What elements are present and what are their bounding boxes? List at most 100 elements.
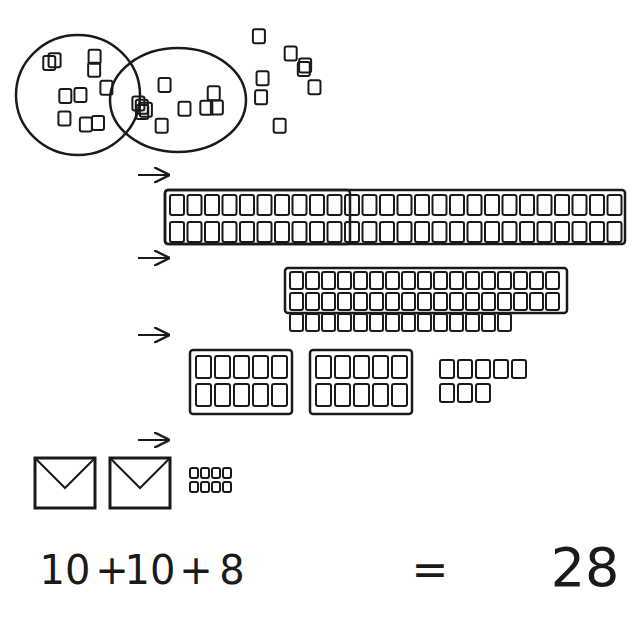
- unit-square: [398, 222, 412, 242]
- small-square: [212, 468, 220, 478]
- unit-square: [514, 293, 527, 310]
- unit-square: [466, 314, 479, 331]
- unit-square: [354, 384, 369, 406]
- unit-square: [306, 314, 319, 331]
- unit-square: [306, 293, 319, 310]
- unit-square: [503, 222, 517, 242]
- unit-square: [363, 222, 377, 242]
- small-square: [223, 468, 231, 478]
- unit-square: [482, 293, 495, 310]
- unit-square: [272, 384, 287, 406]
- unit-square: [512, 360, 526, 378]
- unit-square: [354, 356, 369, 378]
- unit-square: [290, 314, 303, 331]
- unit-square: [306, 272, 319, 289]
- unit-square: [215, 384, 230, 406]
- unit-square: [49, 53, 61, 67]
- unit-square: [290, 293, 303, 310]
- unit-square: [498, 293, 511, 310]
- unit-square: [208, 86, 220, 100]
- unit-square: [468, 222, 482, 242]
- unit-square: [322, 293, 335, 310]
- unit-square: [476, 384, 490, 402]
- grouping-loop: [110, 48, 246, 152]
- unit-square: [415, 195, 429, 215]
- unit-square: [485, 195, 499, 215]
- unit-square: [354, 293, 367, 310]
- equation-term: 8: [219, 550, 244, 590]
- unit-square: [338, 293, 351, 310]
- unit-square: [440, 384, 454, 402]
- unit-square: [386, 293, 399, 310]
- unit-square: [196, 356, 211, 378]
- unit-square: [466, 272, 479, 289]
- unit-square: [80, 117, 92, 131]
- envelope: [35, 458, 95, 508]
- unit-square: [223, 195, 237, 215]
- unit-square: [590, 195, 604, 215]
- unit-square: [402, 293, 415, 310]
- unit-square: [223, 222, 237, 242]
- unit-square: [211, 101, 223, 115]
- unit-square: [466, 293, 479, 310]
- grouping-loop: [16, 35, 140, 155]
- unit-square: [188, 195, 202, 215]
- unit-square: [450, 293, 463, 310]
- unit-square: [293, 222, 307, 242]
- equation-term: +: [95, 550, 129, 590]
- unit-square: [88, 63, 100, 77]
- unit-square: [482, 272, 495, 289]
- unit-square: [240, 222, 254, 242]
- unit-square: [370, 293, 383, 310]
- unit-square: [485, 222, 499, 242]
- equation-term: 10: [125, 550, 176, 590]
- unit-square: [380, 195, 394, 215]
- unit-square: [590, 222, 604, 242]
- unit-square: [370, 314, 383, 331]
- small-square: [190, 482, 198, 492]
- step-arrow: [138, 257, 168, 259]
- small-square: [223, 482, 231, 492]
- unit-square: [322, 272, 335, 289]
- unit-square: [608, 195, 622, 215]
- unit-square: [338, 314, 351, 331]
- unit-square: [328, 222, 342, 242]
- unit-square: [345, 195, 359, 215]
- unit-square: [503, 195, 517, 215]
- unit-square: [255, 90, 267, 104]
- unit-square: [234, 356, 249, 378]
- unit-square: [418, 314, 431, 331]
- unit-square: [418, 272, 431, 289]
- unit-square: [450, 314, 463, 331]
- unit-square: [450, 195, 464, 215]
- unit-square: [530, 293, 543, 310]
- unit-square: [205, 195, 219, 215]
- envelope-flap: [110, 458, 170, 488]
- unit-square: [257, 71, 269, 85]
- unit-square: [370, 272, 383, 289]
- step-arrow: [138, 439, 168, 441]
- unit-square: [253, 29, 265, 43]
- step-arrow: [138, 174, 168, 176]
- unit-square: [392, 384, 407, 406]
- unit-square: [458, 360, 472, 378]
- unit-square: [398, 195, 412, 215]
- unit-square: [274, 119, 286, 133]
- equation-term: +: [179, 550, 213, 590]
- unit-square: [450, 272, 463, 289]
- unit-square: [514, 272, 527, 289]
- unit-square: [234, 384, 249, 406]
- unit-square: [418, 293, 431, 310]
- unit-square: [555, 195, 569, 215]
- unit-square: [498, 272, 511, 289]
- unit-square: [373, 356, 388, 378]
- group-frame: [285, 268, 567, 313]
- unit-square: [253, 384, 268, 406]
- group-frame: [165, 190, 350, 244]
- unit-square: [402, 272, 415, 289]
- small-square: [201, 482, 209, 492]
- unit-square: [468, 195, 482, 215]
- unit-square: [310, 222, 324, 242]
- unit-square: [555, 222, 569, 242]
- unit-square: [196, 384, 211, 406]
